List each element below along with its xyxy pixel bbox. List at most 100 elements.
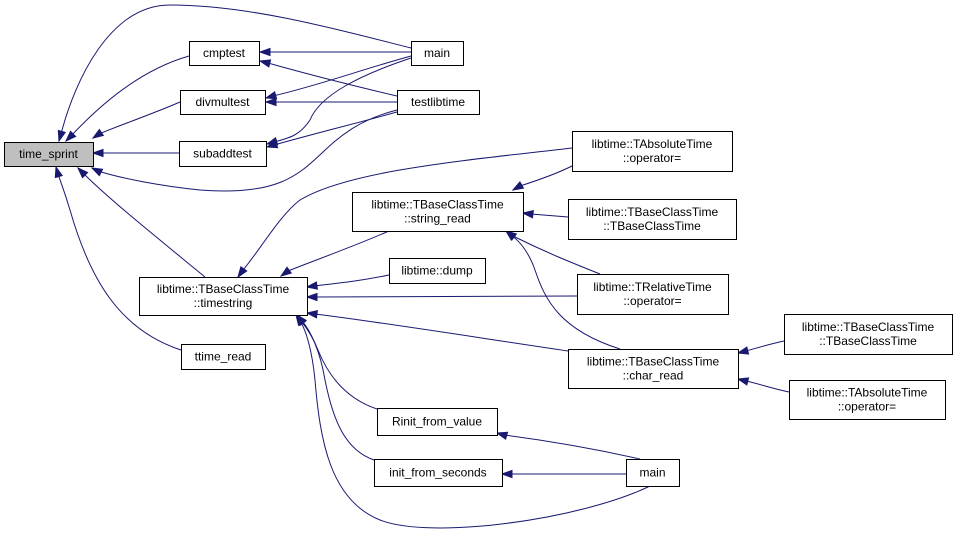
node-box[interactable] bbox=[352, 192, 524, 232]
call-graph-edges bbox=[54, 4, 790, 529]
edge-line bbox=[77, 167, 206, 278]
node-dump[interactable]: libtime::dump bbox=[389, 258, 486, 284]
edge-testlibtime-to-time-sprint bbox=[90, 109, 398, 192]
edge-tabs-op-a-to-string-read bbox=[511, 165, 573, 191]
edge-arrowhead bbox=[295, 313, 306, 327]
edge-char-read-to-string-read bbox=[504, 230, 621, 350]
node-rinit[interactable]: Rinit_from_value bbox=[377, 408, 498, 436]
edge-line bbox=[496, 432, 641, 460]
node-box[interactable] bbox=[189, 41, 260, 66]
node-label: ::TBaseClassTime bbox=[603, 219, 701, 233]
edge-arrowhead bbox=[258, 59, 272, 68]
node-ttime-read[interactable]: ttime_read bbox=[181, 344, 266, 370]
node-label: divmultest bbox=[195, 95, 250, 109]
node-box[interactable] bbox=[374, 459, 503, 487]
edge-arrowhead bbox=[279, 266, 293, 277]
node-box[interactable] bbox=[568, 349, 739, 389]
edge-line bbox=[237, 147, 573, 278]
node-cmptest[interactable]: cmptest bbox=[189, 41, 260, 66]
edge-testlibtime-to-divmultest bbox=[264, 97, 397, 107]
edge-main-top-to-divmultest bbox=[264, 55, 412, 100]
edge-arrowhead bbox=[305, 281, 319, 290]
node-subaddtest[interactable]: subaddtest bbox=[179, 141, 267, 167]
node-tbase-ctor-b[interactable]: libtime::TBaseClassTime::TBaseClassTime bbox=[784, 314, 953, 355]
node-testlibtime[interactable]: testlibtime bbox=[397, 90, 480, 115]
node-label: libtime::TBaseClassTime bbox=[587, 355, 720, 369]
node-box[interactable] bbox=[572, 131, 733, 172]
node-box[interactable] bbox=[139, 277, 308, 316]
node-label: libtime::TBaseClassTime bbox=[371, 198, 504, 212]
node-time-sprint[interactable]: time_sprint bbox=[4, 142, 94, 167]
edge-ttime-read-to-time-sprint bbox=[54, 165, 182, 351]
node-label: libtime::TBaseClassTime bbox=[157, 282, 290, 296]
edge-line bbox=[306, 274, 390, 288]
edge-divmultest-to-time-sprint bbox=[91, 101, 181, 139]
edge-testlibtime-to-subaddtest bbox=[265, 111, 398, 149]
node-box[interactable] bbox=[784, 314, 953, 355]
call-graph-nodes: time_sprint cmptest divmultest subaddtest ma… bbox=[4, 41, 953, 487]
node-box[interactable] bbox=[377, 408, 498, 436]
node-tabs-op-b[interactable]: libtime::TAbsoluteTime::operator= bbox=[789, 380, 946, 420]
node-box[interactable] bbox=[397, 90, 480, 115]
node-main-top[interactable]: main bbox=[411, 41, 464, 66]
node-box[interactable] bbox=[180, 90, 266, 115]
node-init-sec[interactable]: init_from_seconds bbox=[374, 459, 503, 487]
edge-arrowhead bbox=[736, 346, 750, 355]
edge-arrowhead bbox=[54, 165, 64, 179]
edge-arrowhead bbox=[511, 181, 525, 191]
edge-string-read-to-timestring bbox=[279, 230, 390, 277]
edge-arrowhead bbox=[504, 230, 517, 242]
edge-main-top-to-cmptest bbox=[258, 47, 411, 57]
node-label: ::operator= bbox=[838, 400, 896, 414]
node-box[interactable] bbox=[568, 199, 737, 240]
edge-dump-to-timestring bbox=[305, 274, 390, 290]
node-label: cmptest bbox=[203, 46, 246, 60]
edge-trel-op-to-timestring bbox=[305, 292, 578, 302]
edge-line bbox=[505, 230, 621, 350]
edge-arrowhead bbox=[90, 167, 104, 177]
node-char-read[interactable]: libtime::TBaseClassTime::char_read bbox=[568, 349, 739, 389]
node-label: testlibtime bbox=[411, 95, 465, 109]
edge-line bbox=[65, 55, 190, 142]
node-box[interactable] bbox=[4, 142, 94, 167]
node-tbase-ctor-a[interactable]: libtime::TBaseClassTime::TBaseClassTime bbox=[568, 199, 737, 240]
node-label: libtime::TAbsoluteTime bbox=[807, 386, 928, 400]
edge-line bbox=[296, 314, 378, 410]
edge-line bbox=[295, 314, 651, 529]
node-divmultest[interactable]: divmultest bbox=[180, 90, 266, 115]
edge-arrowhead bbox=[305, 292, 318, 302]
edge-arrowhead bbox=[521, 210, 534, 219]
edge-arrowhead bbox=[64, 130, 77, 143]
node-timestring[interactable]: libtime::TBaseClassTime::timestring bbox=[139, 277, 308, 316]
node-box[interactable] bbox=[789, 380, 946, 420]
edge-init-sec-to-timestring bbox=[296, 313, 375, 461]
edge-line bbox=[266, 111, 398, 148]
node-string-read[interactable]: libtime::TBaseClassTime::string_read bbox=[352, 192, 524, 232]
node-label: libtime::TBaseClassTime bbox=[802, 320, 935, 334]
edge-line bbox=[58, 4, 412, 142]
edge-arrowhead bbox=[264, 90, 278, 100]
node-box[interactable] bbox=[179, 141, 267, 167]
node-box[interactable] bbox=[411, 41, 464, 66]
edge-line bbox=[266, 57, 412, 145]
node-main-bottom[interactable]: main bbox=[626, 459, 680, 487]
node-box[interactable] bbox=[577, 274, 729, 315]
edge-arrowhead bbox=[91, 148, 104, 158]
edge-timestring-to-time-sprint bbox=[76, 166, 206, 278]
node-label: init_from_seconds bbox=[389, 466, 486, 480]
node-box[interactable] bbox=[626, 459, 680, 487]
edge-tabs-op-b-to-char-read bbox=[736, 377, 790, 393]
node-box[interactable] bbox=[181, 344, 266, 370]
edge-arrowhead bbox=[237, 265, 248, 279]
edge-line bbox=[91, 109, 398, 192]
node-label: ttime_read bbox=[195, 350, 252, 364]
node-trel-op[interactable]: libtime::TRelativeTime::operator= bbox=[577, 274, 729, 315]
node-label: Rinit_from_value bbox=[392, 415, 482, 429]
node-box[interactable] bbox=[389, 258, 486, 284]
edge-arrowhead bbox=[265, 139, 279, 149]
edge-char-read-to-timestring bbox=[305, 310, 569, 352]
node-label: libtime::TBaseClassTime bbox=[586, 205, 719, 219]
node-tabs-op-a[interactable]: libtime::TAbsoluteTime::operator= bbox=[572, 131, 733, 172]
node-label: ::string_read bbox=[404, 212, 471, 226]
